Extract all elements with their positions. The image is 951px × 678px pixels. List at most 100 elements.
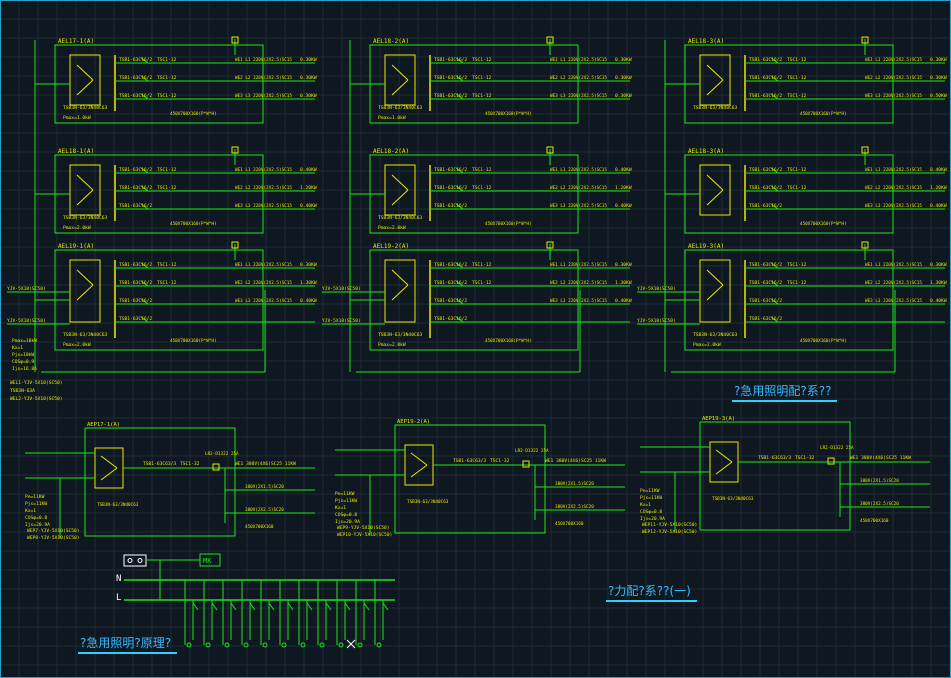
lamp (338, 642, 344, 648)
panel-power: Pmax=2.0kW (378, 225, 406, 231)
branch-breaker: TSB1-63C16/2 (434, 316, 467, 322)
switch-symbol (76, 269, 94, 286)
panel-name: AEL17-1(A) (58, 38, 94, 45)
lamp (243, 642, 249, 648)
circuit-cable: WE2 L2 220V(2X2.5)SC15 (865, 75, 922, 81)
branch-contactor: TSC1-12 (472, 93, 492, 99)
power-out3: 380V(2X2.5)SC20 (860, 501, 899, 507)
col1-feed: WEL1-YJV-5X10(SC50) (10, 380, 63, 386)
power-out3: 380V(2X2.5)SC20 (555, 504, 594, 510)
switch-symbol (391, 269, 409, 286)
branch-contactor: TSC1-12 (157, 167, 177, 173)
breaker-symbol (770, 262, 779, 269)
circuit-load: 0.50KW (930, 93, 947, 99)
branch-breaker: TSB1-63C16/2 (119, 280, 152, 286)
power-param: Ijs=20.9A (335, 519, 360, 525)
lamp-x (346, 639, 356, 649)
switch-symbol (391, 284, 409, 301)
circuit-cable: WE1 L1 220V(2X2.5)SC15 (865, 262, 922, 268)
breaker-symbol (140, 57, 149, 64)
switch-symbol (76, 64, 94, 81)
breaker-symbol (770, 203, 779, 210)
branch-switch (287, 602, 294, 611)
breaker-symbol (140, 316, 149, 323)
branch-breaker: TSB1-63C16/2 (434, 280, 467, 286)
mk-box (199, 553, 221, 567)
power-out: WE1 380V(4X6)SC25 11KW (850, 455, 911, 461)
panel-size: 450X700X160(P*W*H) (170, 338, 217, 344)
switch-symbol (76, 284, 94, 301)
branch-switch (192, 602, 199, 611)
branch-switch (382, 602, 389, 611)
switch-symbol (706, 284, 724, 301)
circuit-cable: WE3 L3 220V(2X2.5)SC15 (550, 298, 607, 304)
breaker-symbol (140, 203, 149, 210)
col1-feed: WEL2-YJV-5X10(SC50) (10, 396, 63, 402)
breaker-symbol (770, 75, 779, 82)
panel-size: 450X700X160(P*W*H) (800, 338, 847, 344)
panel-size: 450X700X160(P*W*H) (485, 221, 532, 227)
power-dim: 450X700X160 (245, 524, 274, 530)
power-feed-label: WEP11-YJV-5X10(SC50) (642, 522, 697, 528)
power-param: Ijs=20.9A (640, 516, 665, 522)
power-breaker: TSB1-63C63/3 (453, 458, 486, 464)
feeder-label: YJV-5X10(SC50) (7, 286, 46, 292)
breaker-symbol (455, 262, 464, 269)
power-out: WE1 380V(4X6)SC25 11KW (235, 461, 296, 467)
switch-symbol (706, 174, 724, 191)
branch-contactor: TSC1-12 (472, 75, 492, 81)
lamp (357, 642, 363, 648)
switch-symbol (706, 64, 724, 81)
panel-name: AEL18-3(A) (688, 148, 724, 155)
col1-param: Ijs=16.8A (12, 366, 37, 372)
breaker-symbol (455, 298, 464, 305)
power-param: Pjs=11KW (25, 501, 47, 507)
power-feed-label: WEP7-YJV-5X10(SC50) (27, 528, 80, 534)
schematic-l: L (116, 593, 121, 603)
branch-breaker: TSB1-63C16/2 (119, 75, 152, 81)
circuit-cable: WE3 L3 220V(2X2.5)SC15 (235, 93, 292, 99)
circuit-load: 0.30KW (930, 262, 947, 268)
breaker-symbol (455, 57, 464, 64)
branch-breaker: TSB1-63C16/2 (749, 75, 782, 81)
power-param: Kx=1 (335, 505, 346, 511)
power-param: Kx=1 (25, 508, 36, 514)
feeder-label: YJV-5X10(SC50) (322, 318, 361, 324)
lamp (224, 642, 230, 648)
power-dim: 450X700X160 (555, 521, 584, 527)
transfer-switch-box (69, 54, 101, 106)
branch-breaker: TSB1-63C16/2 (434, 298, 467, 304)
terminal (546, 36, 554, 44)
power-panel-name: AEP19-2(A) (397, 419, 430, 425)
circuit-load: 1.30KW (615, 280, 632, 286)
branch-breaker: TSB1-63C16/2 (434, 262, 467, 268)
breaker-symbol (770, 93, 779, 100)
breaker-symbol (140, 185, 149, 192)
power-out3: 380V(2X2.5)SC20 (245, 507, 284, 513)
power-bottom: TSB3N-63/3N40C63 (712, 496, 754, 502)
circuit-load: 0.30KW (300, 75, 317, 81)
power-panel-name: AEP19-3(A) (702, 416, 735, 422)
caption-power-system: ?力配?系??(一) (606, 582, 697, 602)
switch-symbol (100, 455, 118, 469)
transfer-switch-box (699, 54, 731, 106)
panel-power: Pmax=1.0kW (63, 115, 91, 121)
panel-main-breaker: TSB3N-63/3N40C63 (378, 215, 422, 221)
branch-breaker: TSB1-63C16/2 (749, 93, 782, 99)
contact-dot (137, 558, 143, 563)
branch-contactor: TSC1-12 (157, 280, 177, 286)
circuit-cable: WE3 L3 220V(2X2.5)SC15 (865, 93, 922, 99)
circuit-load: 1.30KW (930, 280, 947, 286)
transfer-switch-box (384, 164, 416, 216)
panel-main-breaker: TSB3N-63/3N40C63 (693, 105, 737, 111)
switch-symbol (706, 189, 724, 206)
branch-breaker: TSB1-63C16/2 (119, 57, 152, 63)
circuit-cable: WE3 L3 220V(2X2.5)SC15 (865, 298, 922, 304)
circuit-cable: WE1 L1 220V(2X2.5)SC15 (865, 167, 922, 173)
breaker-symbol (140, 75, 149, 82)
lamp (186, 642, 192, 648)
feeder-label: YJV-5X10(SC50) (7, 318, 46, 324)
transfer-switch-box (384, 259, 416, 323)
circuit-cable: WE2 L2 220V(2X2.5)SC15 (235, 75, 292, 81)
branch-breaker: TSB1-63C16/2 (119, 185, 152, 191)
